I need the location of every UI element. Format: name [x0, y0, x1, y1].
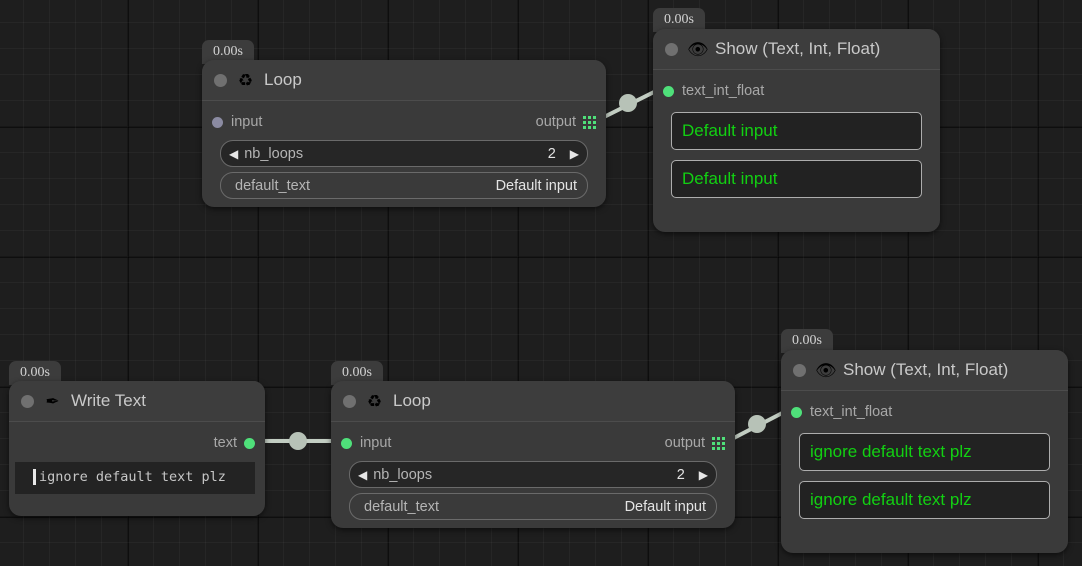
display-value-1[interactable]: Default input — [671, 112, 922, 150]
node-title: Write Text — [71, 391, 146, 410]
text-input-area[interactable]: ignore default text plz — [15, 462, 255, 495]
param-value[interactable]: Default input — [624, 498, 706, 515]
pen-nib-icon: ✒ — [45, 391, 60, 411]
stepper-increment-icon[interactable]: ▶ — [569, 146, 579, 161]
param-name: nb_loops — [373, 466, 433, 483]
node-header[interactable]: ♻ Loop — [331, 381, 735, 422]
node-body: text_int_float Default input Default inp… — [653, 70, 940, 220]
node-header[interactable]: ♻ Loop — [202, 60, 606, 101]
input-port-label: input — [360, 435, 392, 451]
wire-write-text-to-loop-bottom — [256, 432, 340, 450]
param-nb-loops[interactable]: ◀ nb_loops 2 ▶ — [349, 461, 717, 488]
node-title: Show (Text, Int, Float) — [843, 360, 1009, 379]
output-port-label: output — [535, 114, 576, 130]
node-show-top[interactable]: 👁 Show (Text, Int, Float) text_int_float… — [653, 29, 940, 232]
input-port-dot[interactable] — [341, 437, 352, 449]
wire-midpoint-knob[interactable] — [289, 432, 307, 450]
node-header[interactable]: ✒ Write Text — [9, 381, 265, 422]
output-port-label: output — [664, 435, 705, 451]
node-write-text[interactable]: ✒ Write Text text ignore default text pl… — [9, 381, 265, 516]
output-port[interactable]: output — [528, 114, 596, 130]
param-value[interactable]: 2 — [676, 466, 685, 483]
display-value-2[interactable]: Default input — [671, 160, 922, 198]
node-header[interactable]: 👁 Show (Text, Int, Float) — [653, 29, 940, 70]
node-header[interactable]: 👁 Show (Text, Int, Float) — [781, 350, 1068, 391]
status-dot[interactable] — [214, 73, 227, 87]
node-title: Loop — [264, 70, 302, 89]
input-port-dot[interactable] — [663, 85, 674, 97]
output-port-label: text — [213, 435, 237, 451]
grid-icon[interactable] — [712, 436, 725, 450]
node-body: text_int_float ignore default text plz i… — [781, 391, 1068, 541]
input-port-dot[interactable] — [212, 116, 223, 128]
node-body: input output ◀ nb_loops 2 ▶ default_text… — [202, 101, 606, 207]
recycle-icon: ♻ — [366, 391, 383, 411]
port-row: text_int_float — [663, 80, 930, 102]
port-row: input output — [341, 432, 725, 454]
node-show-bottom[interactable]: 👁 Show (Text, Int, Float) text_int_float… — [781, 350, 1068, 553]
wire-path[interactable] — [599, 87, 661, 121]
param-name: default_text — [235, 177, 310, 194]
port-row: input output — [212, 111, 596, 133]
status-dot[interactable] — [665, 42, 678, 56]
input-port-label: text_int_float — [810, 404, 893, 420]
status-dot[interactable] — [21, 394, 34, 408]
param-default-text[interactable]: default_text Default input — [220, 172, 588, 199]
port-row: text_int_float — [791, 401, 1058, 423]
grid-icon[interactable] — [583, 115, 596, 129]
display-value-2[interactable]: ignore default text plz — [799, 481, 1050, 519]
stepper-decrement-icon[interactable]: ◀ — [229, 146, 239, 161]
node-title: Show (Text, Int, Float) — [715, 39, 881, 58]
output-port[interactable]: text — [206, 435, 255, 451]
status-dot[interactable] — [343, 394, 356, 408]
recycle-icon: ♻ — [237, 70, 254, 90]
stepper-increment-icon[interactable]: ▶ — [698, 467, 708, 482]
status-dot[interactable] — [793, 363, 806, 377]
node-body: input output ◀ nb_loops 2 ▶ default_text… — [331, 422, 735, 528]
output-port-dot[interactable] — [244, 437, 255, 449]
input-port-dot[interactable] — [791, 406, 802, 418]
wire-loop-top-to-show-top — [599, 87, 661, 121]
node-title: Loop — [393, 391, 431, 410]
wire-midpoint-knob[interactable] — [748, 415, 766, 433]
text-input-value[interactable]: ignore default text plz — [39, 469, 226, 485]
timing-badge-show-top: 0.00s — [653, 8, 705, 33]
param-value[interactable]: Default input — [495, 177, 577, 194]
node-loop-bottom[interactable]: ♻ Loop input output ◀ nb_loops 2 ▶ defau… — [331, 381, 735, 528]
display-value-1[interactable]: ignore default text plz — [799, 433, 1050, 471]
output-port[interactable]: output — [657, 435, 725, 451]
text-cursor — [33, 469, 36, 486]
node-loop-top[interactable]: ♻ Loop input output ◀ nb_loops 2 ▶ defau… — [202, 60, 606, 207]
wire-midpoint-knob[interactable] — [619, 94, 637, 112]
node-body: text ignore default text plz — [9, 422, 265, 495]
eye-icon: 👁 — [815, 360, 837, 380]
input-port-label: text_int_float — [682, 83, 765, 99]
timing-badge-show-bottom: 0.00s — [781, 329, 833, 354]
param-name: nb_loops — [244, 145, 304, 162]
param-value[interactable]: 2 — [547, 145, 556, 162]
eye-icon: 👁 — [687, 39, 709, 59]
param-nb-loops[interactable]: ◀ nb_loops 2 ▶ — [220, 140, 588, 167]
input-port-label: input — [231, 114, 263, 130]
port-row: text — [19, 432, 255, 454]
param-default-text[interactable]: default_text Default input — [349, 493, 717, 520]
param-name: default_text — [364, 498, 439, 515]
stepper-decrement-icon[interactable]: ◀ — [358, 467, 368, 482]
